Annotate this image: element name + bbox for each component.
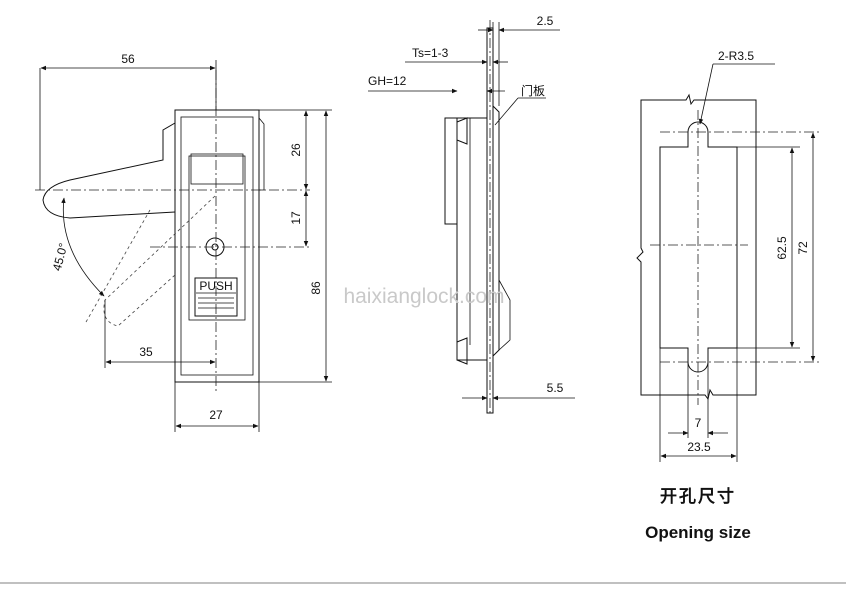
lock-body-inner — [180, 116, 254, 376]
opening-size-title-en: Opening size — [645, 523, 751, 542]
dim-17: 17 — [289, 211, 303, 225]
screw-bottom — [456, 337, 468, 365]
dim-26: 26 — [289, 143, 303, 157]
cutout-outline — [659, 121, 738, 373]
dim-5-5: 5.5 — [547, 381, 564, 395]
front-view: PUSH 56 26 17 86 35 27 — [35, 52, 332, 432]
dim-radius: 2-R3.5 — [718, 49, 754, 63]
handle-window — [190, 153, 244, 185]
dim-7: 7 — [695, 416, 702, 430]
dim-72: 72 — [796, 241, 810, 255]
watermark: haixianglock.com — [343, 285, 504, 308]
dim-angle: 45.0° — [50, 241, 71, 272]
side-body — [444, 117, 458, 225]
button-panel — [188, 155, 246, 321]
dim-35: 35 — [139, 345, 153, 359]
dim-27: 27 — [209, 408, 223, 422]
lock-body-outer — [174, 109, 260, 383]
dim-62-5: 62.5 — [775, 236, 789, 260]
dim-23-5: 23.5 — [687, 440, 711, 454]
dim-2-5: 2.5 — [537, 14, 554, 28]
dim-56: 56 — [121, 52, 135, 66]
dim-86: 86 — [309, 281, 323, 295]
opening-size-title-cn: 开孔尺寸 — [660, 486, 736, 507]
dim-ts: Ts=1-3 — [412, 46, 449, 60]
cutout-view: 2-R3.5 62.5 72 7 23.5 开孔尺寸 Opening size — [636, 49, 820, 542]
door-panel-label: 门板 — [521, 83, 545, 98]
handle-outline — [42, 122, 176, 219]
body-lug — [258, 117, 265, 191]
screw-top — [456, 117, 468, 145]
side-view: 2.5 Ts=1-3 GH=12 门板 5.5 — [368, 14, 575, 415]
dim-gh: GH=12 — [368, 74, 407, 88]
